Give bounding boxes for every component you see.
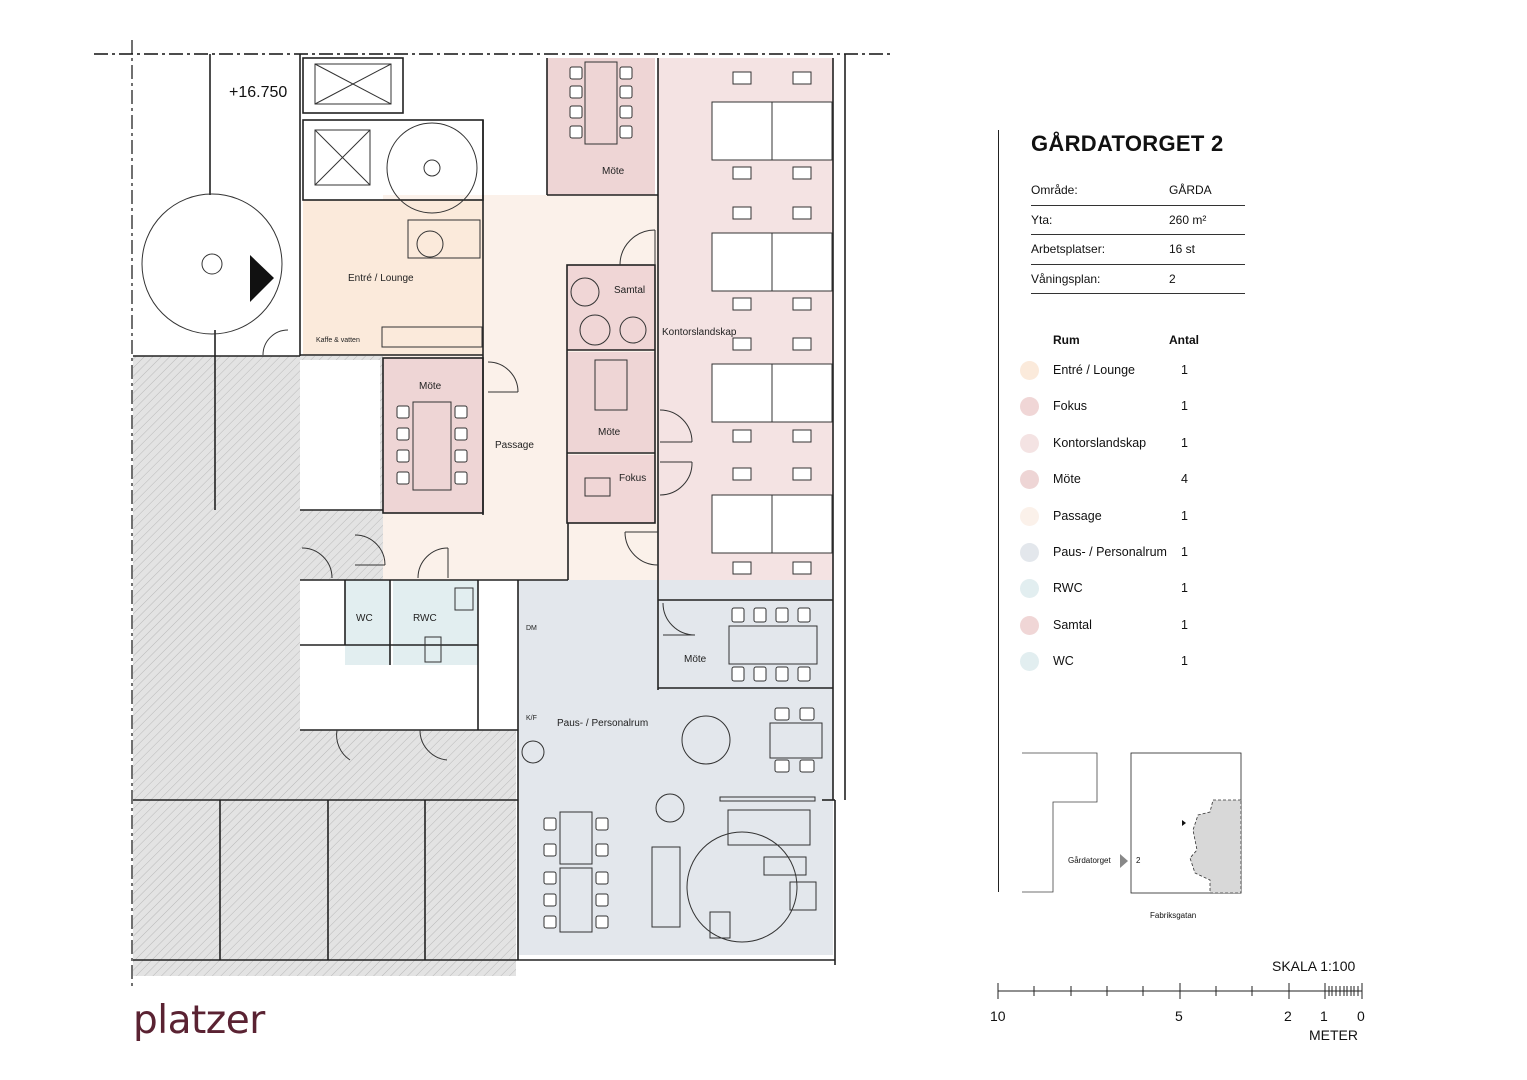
- label-passage: Passage: [495, 440, 534, 451]
- label-kf: K/F: [526, 715, 537, 722]
- legend-count: 1: [1181, 654, 1188, 669]
- info-key: Yta:: [1031, 212, 1053, 227]
- page-title: GÅRDATORGET 2: [1031, 131, 1224, 156]
- label-entre: Entré / Lounge: [348, 273, 414, 284]
- label-fokus: Fokus: [619, 473, 646, 484]
- info-row-yta: Yta: 260 m²: [1031, 206, 1245, 235]
- legend-count: 4: [1181, 472, 1188, 487]
- legend-swatch: [1020, 470, 1039, 490]
- legend-item: Fokus 1: [1020, 395, 1220, 431]
- info-key: Våningsplan:: [1031, 271, 1101, 286]
- label-mote-top: Möte: [602, 166, 625, 177]
- info-row-arbetsplatser: Arbetsplatser: 16 st: [1031, 235, 1245, 265]
- scale-tick-label: 2: [1284, 1008, 1292, 1024]
- label-dm: DM: [526, 625, 537, 632]
- legend-count: 1: [1181, 617, 1188, 632]
- scale-tick-label: 10: [990, 1008, 1006, 1024]
- label-mote-mid: Möte: [598, 427, 621, 438]
- info-value: GÅRDA: [1169, 183, 1212, 197]
- scale-label: SKALA 1:100: [1272, 958, 1356, 974]
- label-mote-right: Möte: [684, 654, 707, 665]
- legend-item: Möte 4: [1020, 468, 1220, 504]
- legend-name: RWC: [1053, 581, 1083, 596]
- label-kaffe: Kaffe & vatten: [316, 337, 360, 344]
- legend-name: Fokus: [1053, 399, 1088, 414]
- legend-swatch: [1020, 579, 1039, 599]
- keyplan-number: 2: [1136, 856, 1141, 865]
- side-divider: [998, 130, 999, 892]
- legend-item: Paus- / Personalrum 1: [1020, 541, 1220, 577]
- label-mote-left: Möte: [419, 381, 442, 392]
- scale-tick-label: 5: [1175, 1008, 1183, 1024]
- scale-tick-label: 0: [1357, 1008, 1365, 1024]
- legend-item: Samtal 1: [1020, 614, 1220, 650]
- scale-unit: METER: [1309, 1027, 1358, 1043]
- room-entre-lounge: [303, 200, 483, 355]
- legend-name: Passage: [1053, 508, 1102, 523]
- legend-item: Kontorslandskap 1: [1020, 432, 1220, 468]
- room-legend: Rum Antal Entré / Lounge 1 Fokus 1 Konto…: [1020, 331, 1220, 687]
- platzer-logo: platzer: [133, 998, 265, 1043]
- legend-name: Samtal: [1053, 617, 1092, 632]
- legend-name: Kontorslandskap: [1053, 435, 1147, 450]
- legend-swatch: [1020, 361, 1039, 380]
- room-wc: [345, 580, 390, 665]
- legend-count: 1: [1181, 544, 1188, 559]
- keyplan-building-label: Gårdatorget: [1068, 856, 1111, 865]
- legend-swatch: [1020, 433, 1039, 453]
- legend-name: Möte: [1053, 472, 1081, 487]
- legend-count: 1: [1181, 363, 1188, 377]
- room-samtal: [567, 265, 655, 350]
- info-value: 16 st: [1169, 242, 1196, 256]
- info-key: Arbetsplatser:: [1031, 242, 1106, 256]
- elevation-label: +16.750: [229, 84, 288, 101]
- legend-name: Paus- / Personalrum: [1053, 544, 1167, 559]
- legend-swatch: [1020, 652, 1039, 672]
- label-paus: Paus- / Personalrum: [557, 718, 648, 729]
- info-value: 2: [1169, 271, 1176, 286]
- info-row-vaningsplan: Våningsplan: 2: [1031, 265, 1245, 294]
- legend-count: 1: [1181, 508, 1188, 523]
- legend-swatch: [1020, 397, 1039, 417]
- legend-swatch: [1020, 542, 1039, 562]
- room-mote-mid: [567, 352, 655, 452]
- keyplan-building: [1189, 799, 1242, 894]
- legend-item: RWC 1: [1020, 577, 1220, 613]
- legend-item: WC 1: [1020, 650, 1220, 686]
- legend-header-count: Antal: [1169, 333, 1199, 347]
- legend-header: Rum Antal: [1020, 331, 1220, 359]
- info-key: Område:: [1031, 183, 1078, 197]
- legend-item: Entré / Lounge 1: [1020, 359, 1220, 395]
- info-value: 260 m²: [1169, 212, 1207, 227]
- info-row-omrade: Område: GÅRDA: [1031, 176, 1245, 206]
- room-fokus: [567, 455, 655, 523]
- legend-name: WC: [1053, 654, 1074, 669]
- legend-count: 1: [1181, 399, 1188, 414]
- label-kontorslandskap: Kontorslandskap: [662, 327, 737, 338]
- scale-tick-label: 1: [1320, 1008, 1328, 1024]
- legend-header-room: Rum: [1053, 333, 1080, 347]
- keyplan-street-label: Fabriksgatan: [1150, 911, 1197, 920]
- label-rwc: RWC: [413, 613, 437, 624]
- legend-count: 1: [1181, 581, 1188, 596]
- legend-item: Passage 1: [1020, 505, 1220, 541]
- legend-name: Entré / Lounge: [1053, 363, 1136, 377]
- label-samtal: Samtal: [614, 285, 645, 296]
- legend-swatch: [1020, 506, 1039, 526]
- room-mote-top: [547, 58, 655, 195]
- info-table: Område: GÅRDA Yta: 260 m² Arbetsplatser:…: [1031, 176, 1245, 294]
- room-rwc: [393, 580, 478, 665]
- label-wc: WC: [356, 613, 373, 624]
- legend-swatch: [1020, 615, 1039, 635]
- scale-bar: [997, 983, 1363, 999]
- legend-count: 1: [1181, 435, 1188, 450]
